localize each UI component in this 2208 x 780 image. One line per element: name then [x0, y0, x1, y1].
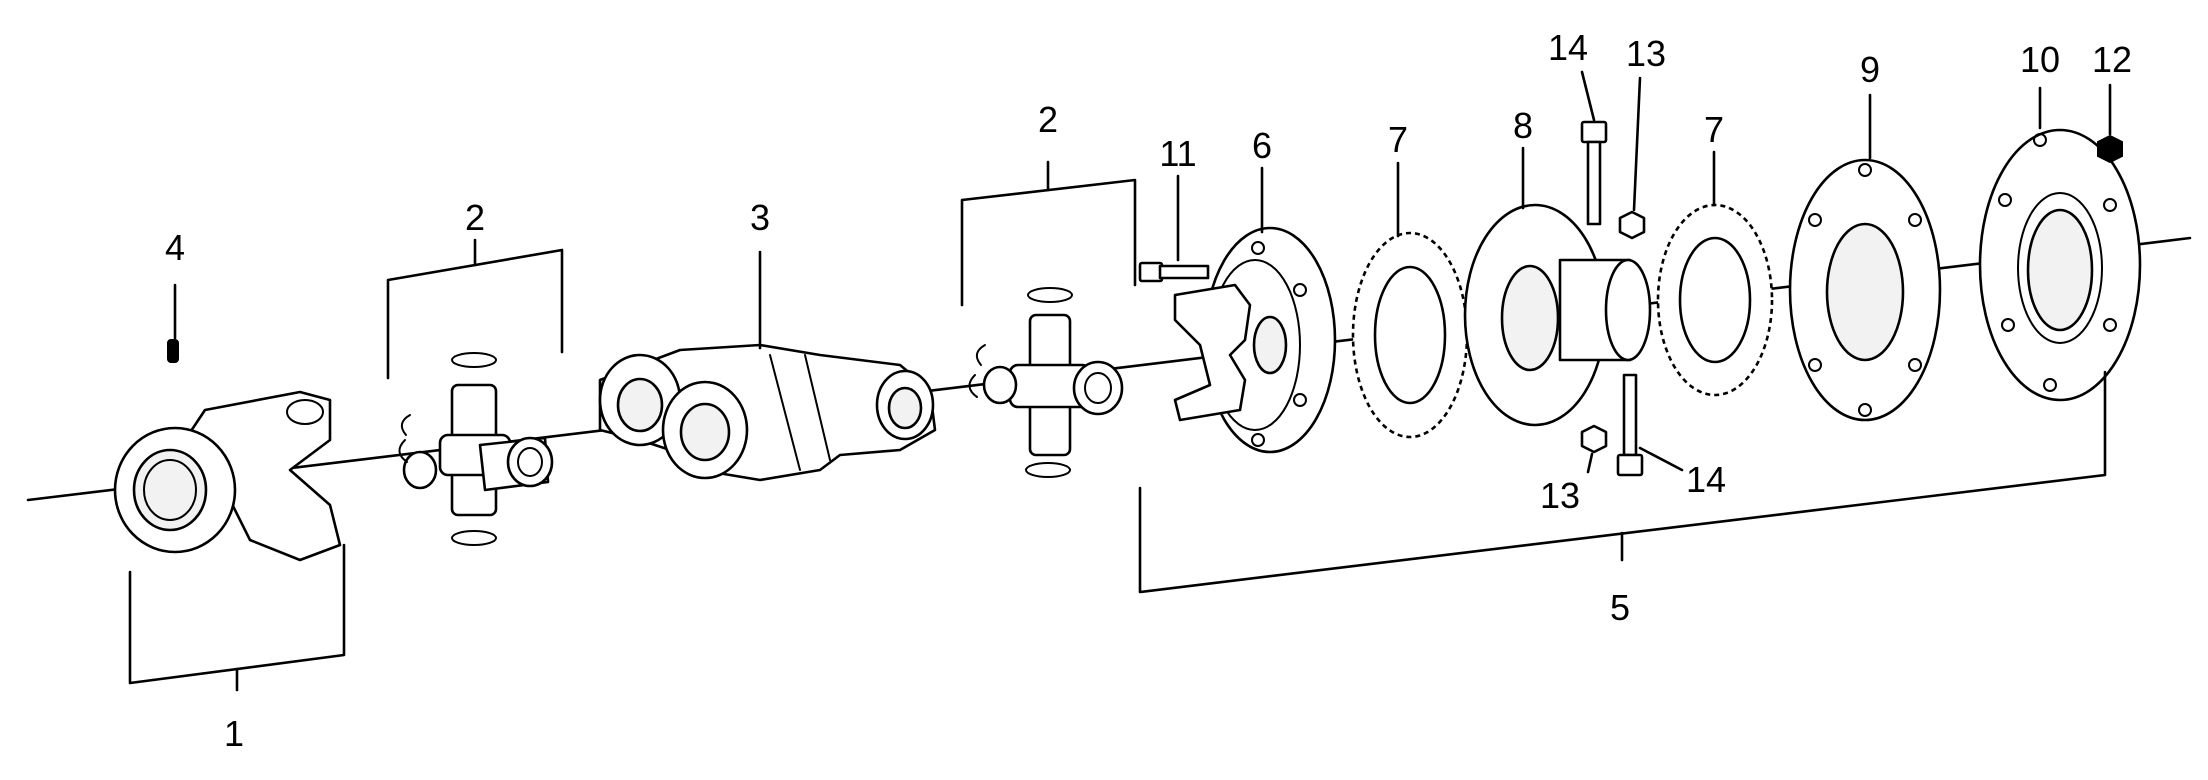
part-pressure-plate	[1788, 158, 1942, 422]
part-bolt-11	[1138, 261, 1210, 283]
callout-10: 10	[2020, 39, 2060, 80]
part-nut-13-upper	[1618, 210, 1646, 240]
part-cross-kit-right	[968, 287, 1124, 478]
callout-14-upper: 14	[1548, 27, 1588, 68]
callout-2-right: 2	[1038, 99, 1058, 140]
callout-13-upper: 13	[1626, 33, 1666, 74]
callout-3: 3	[750, 197, 770, 238]
part-flange-yoke	[1173, 226, 1337, 454]
callout-14-lower: 14	[1686, 459, 1726, 500]
callout-2-left: 2	[465, 197, 485, 238]
callout-8: 8	[1513, 105, 1533, 146]
part-cross-kit-left	[398, 352, 554, 546]
callout-6: 6	[1252, 125, 1272, 166]
part-bolt-14-lower	[1616, 373, 1644, 477]
callout-12: 12	[2092, 39, 2132, 80]
callout-5: 5	[1610, 587, 1630, 628]
callout-7-right: 7	[1704, 109, 1724, 150]
part-bolt-14-upper	[1580, 120, 1608, 226]
callout-9: 9	[1860, 49, 1880, 90]
part-yoke	[113, 390, 342, 562]
part-nut-13-lower	[1580, 424, 1608, 454]
callout-1: 1	[224, 713, 244, 754]
callout-4: 4	[165, 227, 185, 268]
part-end-flange	[1978, 128, 2142, 402]
part-friction-disc-left	[1351, 231, 1469, 439]
part-center-housing	[598, 343, 937, 482]
callout-11: 11	[1159, 133, 1196, 174]
callout-7-left: 7	[1388, 119, 1408, 160]
part-grease-fitting	[167, 339, 179, 363]
leader-lines	[128, 70, 2112, 692]
part-friction-disc-right	[1656, 203, 1774, 397]
part-nut-12	[2097, 134, 2123, 164]
part-hub	[1463, 203, 1652, 427]
callout-13-lower: 13	[1540, 475, 1580, 516]
